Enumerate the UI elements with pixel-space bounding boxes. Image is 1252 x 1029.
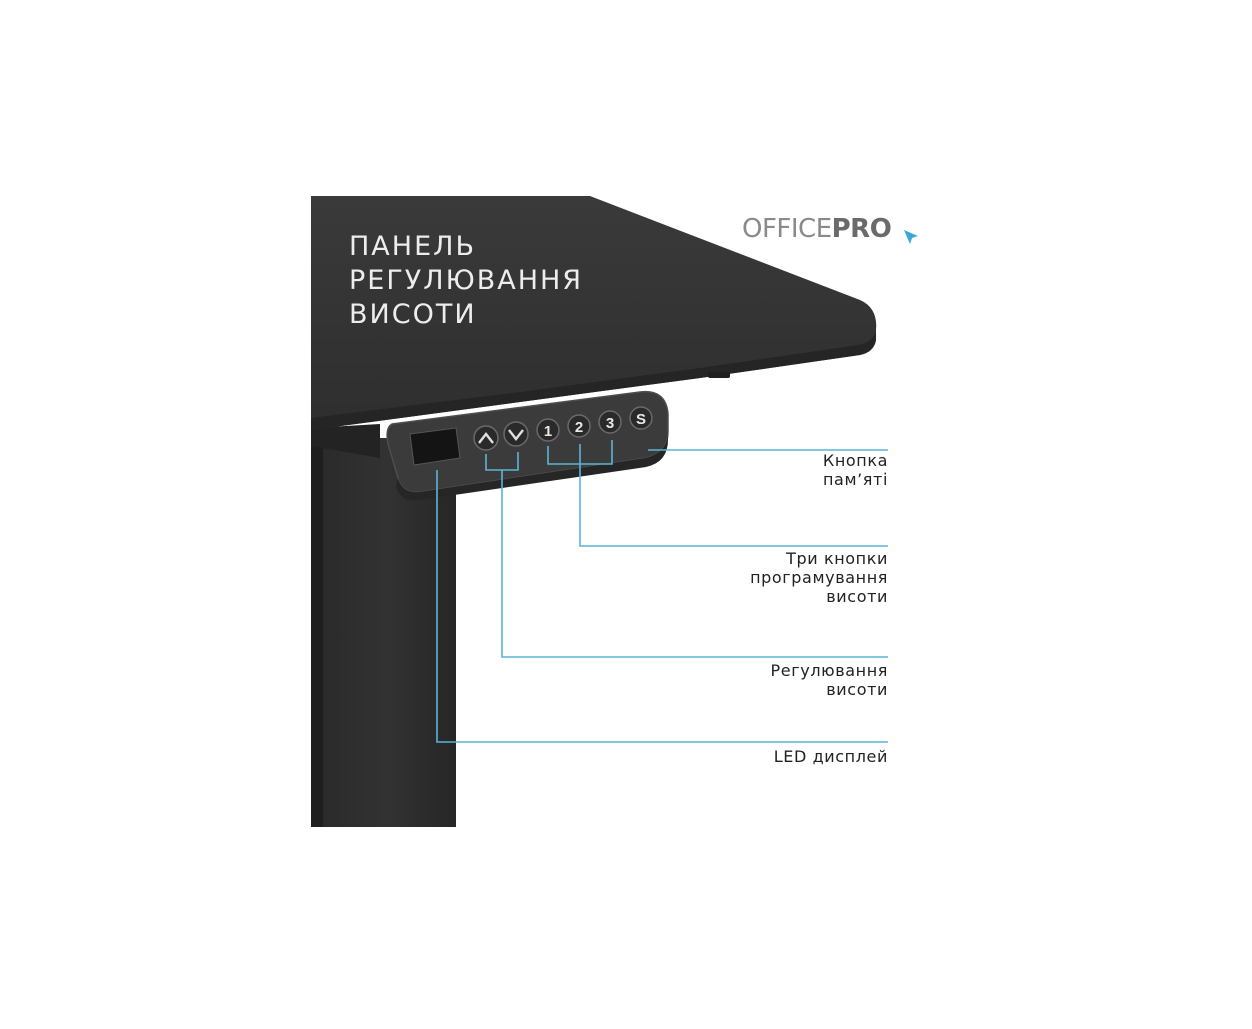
leg-side: [311, 438, 323, 827]
title-line-1: ПАНЕЛЬ: [349, 231, 476, 262]
callout-programming-line-3: висоти: [826, 587, 888, 606]
save-button-label: S: [636, 411, 646, 428]
desk-frame: [311, 424, 380, 458]
brand-logo: OFFICEPRO: [742, 214, 892, 244]
leader-display: [436, 470, 888, 743]
save-button[interactable]: S: [629, 406, 653, 430]
control-panel-base: [396, 432, 668, 501]
desk-edge: [311, 330, 876, 430]
callout-height-line-2: висоти: [826, 680, 888, 699]
led-display: [409, 427, 461, 466]
desk-foot-pad: [708, 372, 730, 378]
down-button[interactable]: [503, 421, 529, 447]
desk-leg: [318, 438, 456, 827]
callout-memory-line-1: Кнопка: [822, 451, 888, 470]
memory-button-2[interactable]: 2: [567, 414, 591, 438]
chevron-down-icon: [508, 429, 524, 441]
leader-programming: [579, 444, 888, 547]
callout-memory: Кнопка пам’яті: [823, 451, 888, 489]
memory-button-1-label: 1: [544, 423, 552, 440]
callout-display-line-1: LED дисплей: [773, 747, 888, 766]
up-button[interactable]: [473, 425, 499, 451]
callout-programming-line-1: Три кнопки: [786, 549, 888, 568]
callout-programming-line-2: програмування: [750, 568, 888, 587]
page-title: ПАНЕЛЬ РЕГУЛЮВАННЯ ВИСОТИ: [349, 230, 583, 332]
memory-button-1[interactable]: 1: [536, 418, 560, 442]
callout-memory-line-2: пам’яті: [822, 470, 888, 489]
logo-text-office: OFFICE: [742, 214, 832, 244]
leader-height: [501, 470, 888, 658]
logo-text-pro: PRO: [831, 214, 892, 244]
title-line-2: РЕГУЛЮВАННЯ: [349, 265, 584, 296]
callout-programming: Три кнопки програмування висоти: [750, 549, 888, 606]
callout-height-line-1: Регулювання: [770, 661, 888, 680]
chevron-up-icon: [478, 432, 494, 444]
leader-lines: [436, 440, 888, 743]
title-line-3: ВИСОТИ: [349, 299, 477, 330]
callout-height: Регулювання висоти: [771, 661, 888, 699]
cursor-arrow-icon: [904, 230, 918, 244]
memory-button-2-label: 2: [575, 419, 583, 436]
callout-display: LED дисплей: [774, 747, 888, 766]
memory-button-3[interactable]: 3: [598, 410, 622, 434]
memory-button-3-label: 3: [606, 415, 614, 432]
